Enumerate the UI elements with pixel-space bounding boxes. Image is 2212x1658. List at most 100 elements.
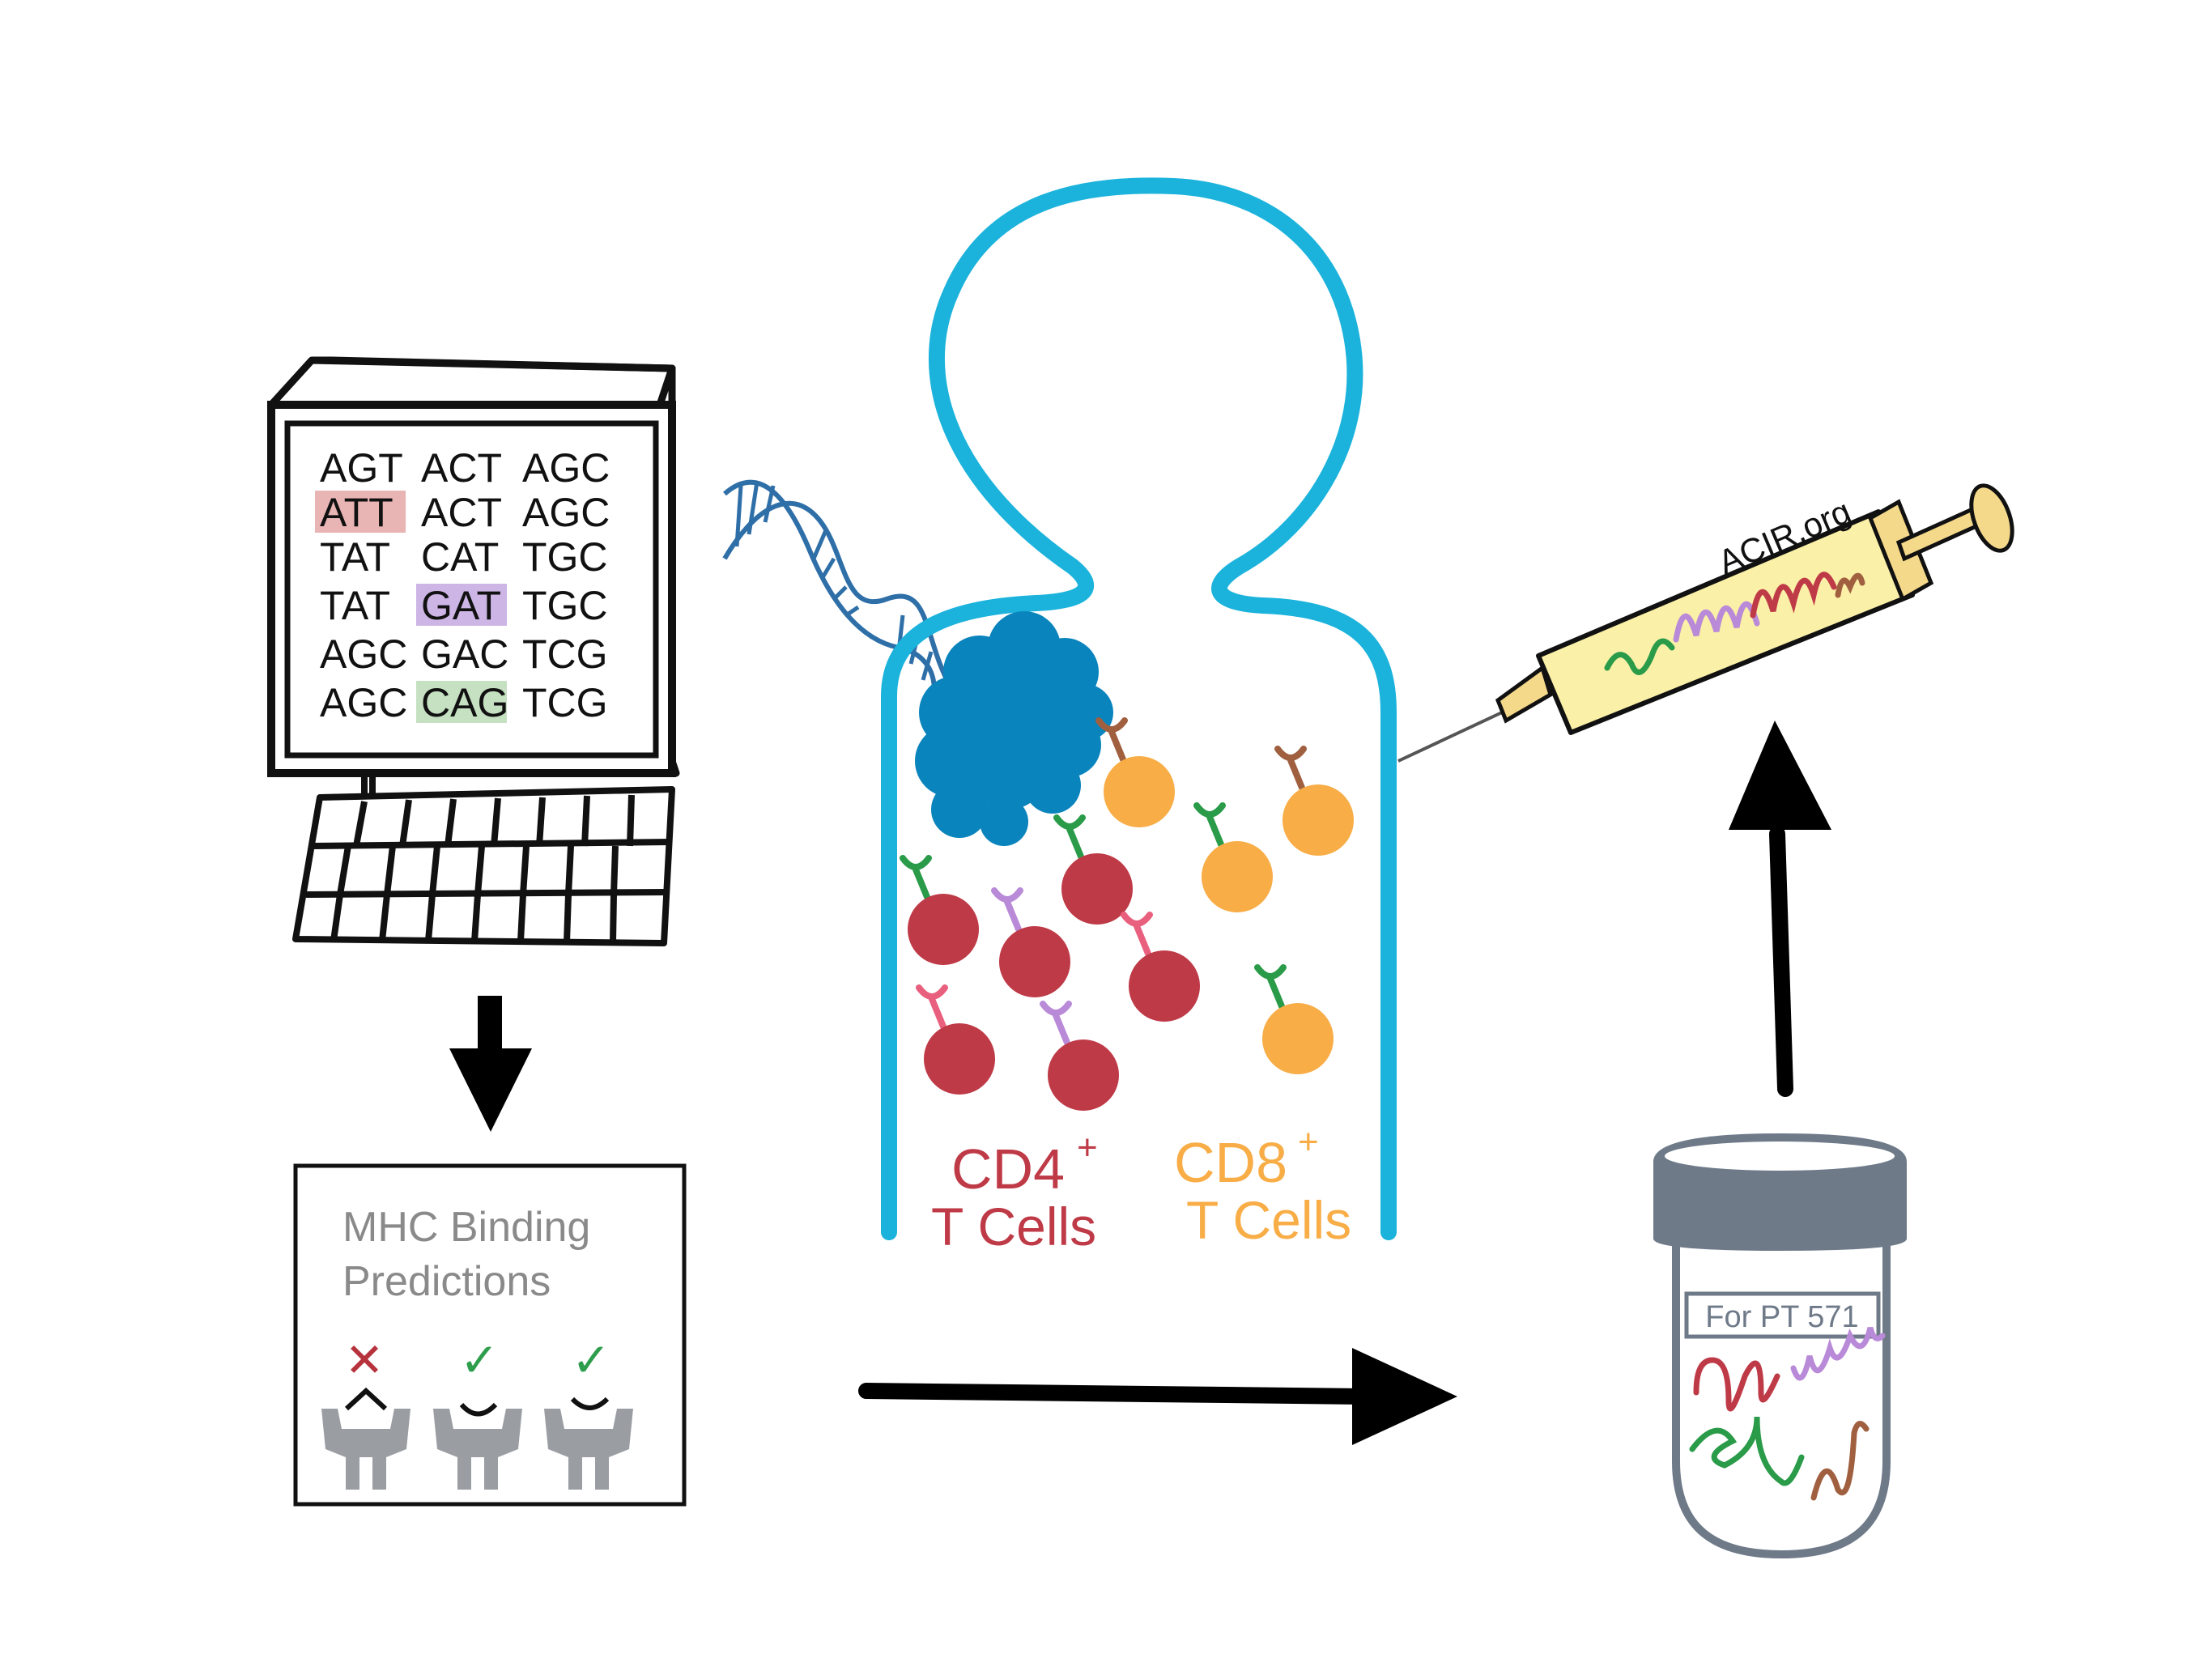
vial-peptide-purple	[1790, 1327, 1886, 1381]
cd8-label-line1: CD8	[1174, 1131, 1287, 1194]
tcr-stalk	[1053, 1012, 1070, 1046]
tcr-receptor	[1053, 814, 1086, 830]
codon: TCG	[522, 631, 608, 677]
cell-body	[1048, 1039, 1119, 1111]
vial-peptide-brown	[1810, 1421, 1870, 1501]
codon: TAT	[320, 534, 390, 580]
cd4-label-line2: T Cells	[931, 1197, 1096, 1256]
cell-body	[1129, 950, 1200, 1022]
cell-body	[1262, 1003, 1334, 1074]
codon-highlight-red	[315, 491, 406, 533]
cd8-t-cell	[1193, 802, 1273, 912]
peptide-unbound	[344, 1387, 388, 1411]
codon: TCG	[522, 680, 608, 725]
codon: TGC	[522, 583, 608, 628]
codon: TAT	[320, 583, 390, 628]
cd8-label-sup: +	[1298, 1122, 1319, 1162]
mhc-title-line2: Predictions	[342, 1258, 551, 1305]
tcr-receptor	[1274, 746, 1307, 761]
cell-body	[1202, 841, 1273, 912]
cd4-t-cell	[916, 984, 995, 1095]
tcr-receptor	[1121, 912, 1153, 927]
peptide-bound-1	[459, 1402, 498, 1417]
mhc-mark-1: ✕	[345, 1333, 385, 1388]
cd8-label: CD8 + T Cells	[1174, 1122, 1351, 1250]
codon-highlight-purple	[416, 584, 507, 626]
tcr-stalk	[1267, 976, 1285, 1010]
cell-body	[1283, 784, 1354, 856]
tcr-receptor	[1193, 802, 1226, 818]
mhc-molecule-3	[544, 1409, 633, 1490]
tcr-stalk	[1004, 899, 1022, 933]
cd4-t-cell	[991, 887, 1070, 997]
codon: AGC	[522, 490, 610, 535]
tcr-stalk	[1134, 923, 1151, 957]
codon: AGC	[320, 631, 407, 677]
mhc-title-line1: MHC Binding	[342, 1204, 590, 1251]
cd4-label: CD4 + T Cells	[931, 1128, 1098, 1256]
codon: AGC	[522, 445, 610, 491]
syringe-peptide-green	[1604, 638, 1675, 675]
codon: GAT	[421, 583, 501, 628]
mhc-mark-3: ✓	[572, 1333, 611, 1388]
tcr-stalk	[912, 866, 930, 900]
cd8-t-cell	[1254, 964, 1334, 1074]
keyboard	[292, 786, 675, 946]
dna-helix	[722, 479, 954, 714]
cell-body	[1061, 853, 1133, 925]
syringe-hub	[1495, 664, 1553, 724]
arrow-up	[1729, 721, 1831, 1097]
codon: GAC	[421, 631, 508, 677]
codon: ATT	[320, 490, 393, 535]
syringe-peptide-brown	[1835, 572, 1865, 598]
vial-label: For PT 571	[1705, 1300, 1858, 1334]
codon: ACT	[421, 490, 502, 535]
mhc-molecule-1	[321, 1409, 410, 1490]
cd4-t-cell	[900, 855, 979, 965]
vial-peptide-red	[1693, 1357, 1780, 1412]
tcr-stalk	[1206, 814, 1224, 848]
vial-label-box	[1684, 1291, 1881, 1339]
cd4-label-line1: CD4	[951, 1137, 1065, 1201]
tcr-stalk	[1287, 757, 1305, 791]
vial-peptide-green	[1689, 1416, 1805, 1486]
cell-body	[924, 1023, 995, 1095]
cell-body	[908, 894, 979, 965]
tcr-receptor	[1095, 717, 1128, 733]
tcr-stalk	[1108, 729, 1126, 763]
t-cells	[900, 717, 1354, 1111]
cell-body	[999, 926, 1070, 997]
cd4-t-cell	[1121, 912, 1200, 1022]
monitor-top-edge	[268, 356, 676, 408]
body-outline	[881, 177, 1397, 1240]
syringe: ACIR.org	[1397, 483, 2014, 763]
tcr-receptor	[900, 855, 932, 870]
syringe-peptide-red	[1750, 572, 1837, 619]
codon: AGC	[320, 680, 407, 725]
tcr-stalk	[929, 996, 946, 1030]
codon-highlight-green	[416, 681, 507, 723]
cd8-label-line2: T Cells	[1186, 1190, 1351, 1250]
codon: TGC	[522, 534, 608, 580]
peptide-bound-2	[570, 1397, 610, 1410]
cell-body	[1104, 756, 1175, 827]
cd8-t-cell	[1274, 746, 1354, 856]
tcr-receptor	[991, 887, 1023, 903]
vial: For PT 571	[1653, 1133, 1907, 1559]
cd4-t-cell	[1040, 1001, 1119, 1111]
cd8-t-cell	[1095, 717, 1175, 827]
codon: ACT	[421, 445, 502, 491]
tcr-receptor	[1254, 964, 1287, 980]
arrow-right	[858, 1348, 1457, 1445]
tcr-receptor	[1040, 1001, 1072, 1016]
tcr-receptor	[916, 984, 948, 1000]
vial-cap-top	[1665, 1141, 1895, 1171]
codon: CAT	[421, 534, 499, 580]
vial-body	[1672, 1239, 1891, 1559]
mhc-binding-box: MHC Binding Predictions ✕ ✓ ✓	[293, 1163, 687, 1507]
codon: CAG	[421, 680, 508, 725]
mhc-mark-2: ✓	[460, 1333, 500, 1388]
